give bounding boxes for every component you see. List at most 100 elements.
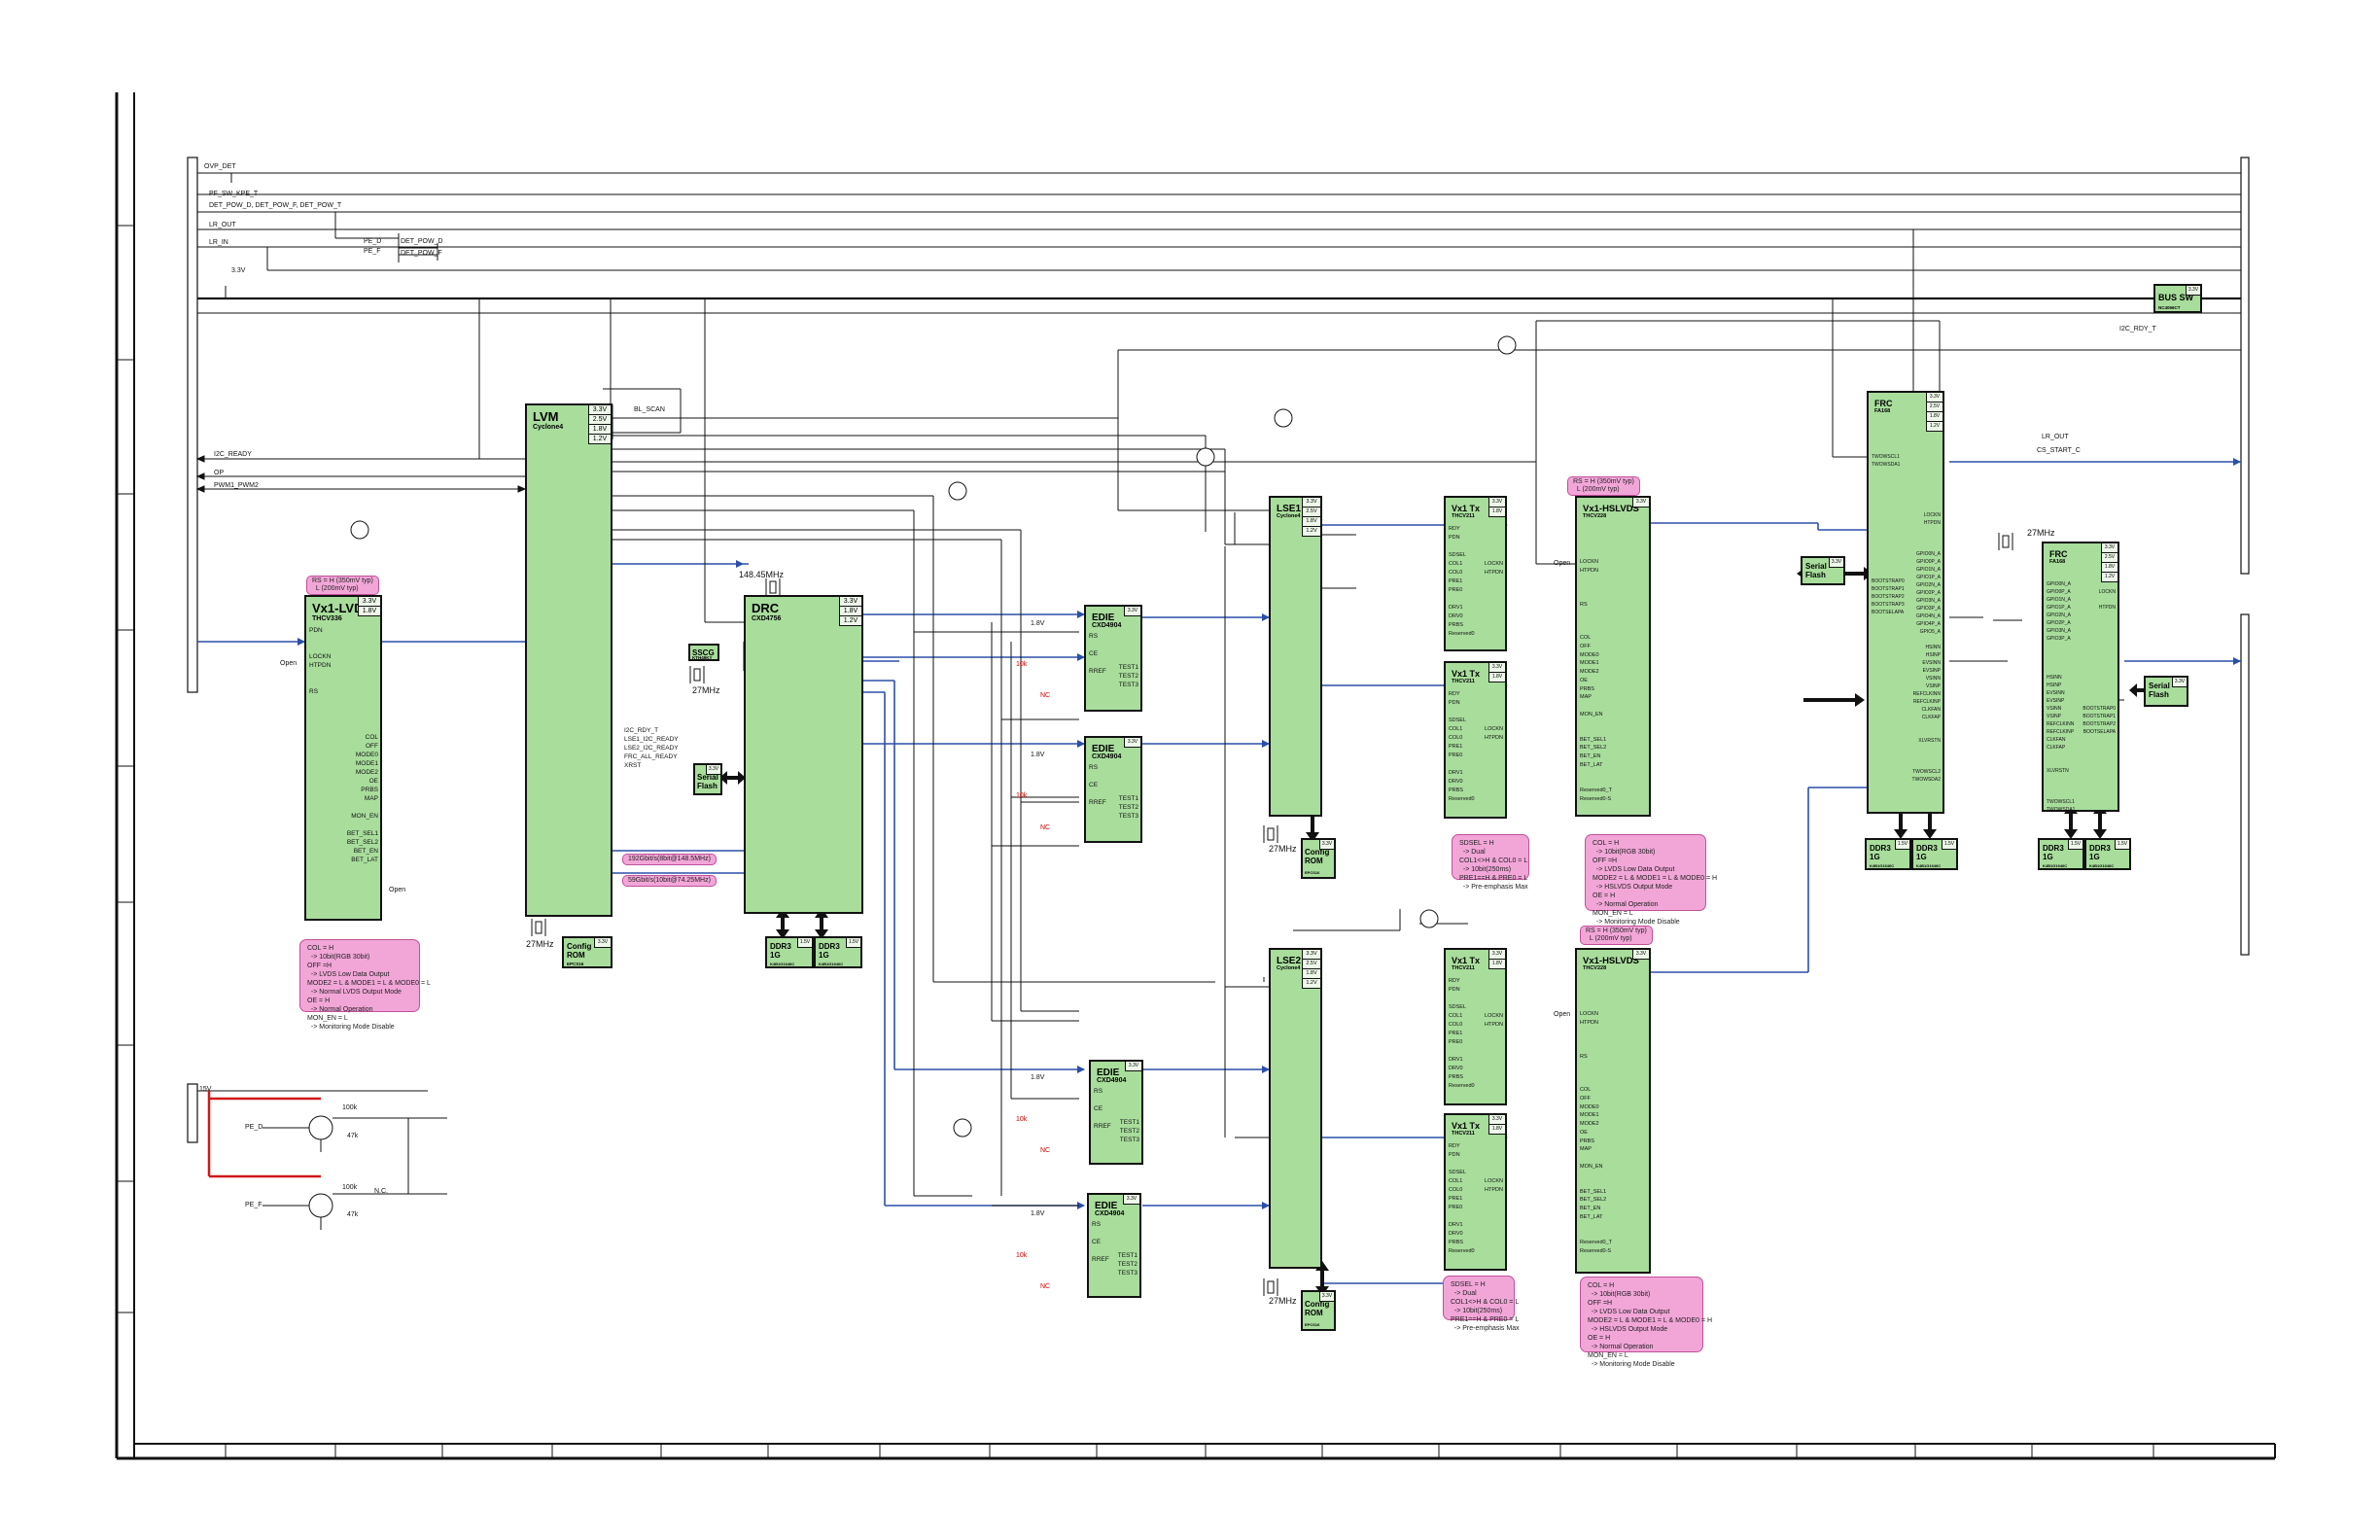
vx1-tx-1-title: Vx1 Tx (1452, 504, 1481, 513)
ddr3-drc-b-block: DDR3 1G K4B1G1646C 1.5V (814, 936, 862, 968)
edie-4-pins: RS CE RREF (1092, 1221, 1109, 1263)
label-pwm: PWM1_PWM2 (214, 482, 259, 489)
ddr3-frc2-b-block: DDR3 1G K4B1G1646C 1.5V (2084, 838, 2131, 870)
vx1-lvds-voltages: 3.3V 1.8V (358, 597, 380, 616)
edie-1-volt: 3.3V (1125, 607, 1140, 616)
lvm-subtitle: Cyclone4 (533, 424, 564, 431)
lvm-volt-3: 1.2V (589, 435, 611, 444)
frc-2-title: FRC (2049, 549, 2068, 559)
vx1-hslvds-2-voltage: 3.3V (1632, 950, 1649, 960)
vx1-tx-3-subtitle: THCV211 (1452, 965, 1475, 971)
config-rom-lse2-block: Config ROM EPCS16 3.3V (1301, 1290, 1336, 1331)
label-100k-a: 100k (342, 1104, 358, 1111)
config-rom-lvm-volt: 3.3V (595, 938, 611, 948)
drc-bandwidth-tag-2: 59Gbit/s(10bit@74.25MHz) (622, 875, 717, 887)
clock-27mhz-sscg-label: 27MHz (692, 685, 720, 695)
vx1-tx-4-voltages: 3.3V 1.8V (1488, 1115, 1505, 1135)
ddr3-frc1-a-volt: 1.5V (1896, 840, 1909, 850)
label-lr-out: LR_OUT (2042, 434, 2069, 440)
ddr3-frc1-a-voltage: 1.5V (1895, 840, 1909, 850)
label-open-hslvds2: Open (1554, 1011, 1571, 1018)
connector-bars (187, 157, 2250, 1143)
edie-2-volt: 3.3V (1125, 738, 1140, 748)
ddr3-drc-a-voltage: 1.5V (797, 938, 812, 948)
frc-2-block: FRC FA168 3.3V 2.5V 1.8V 1.2V GPIO0N_A G… (2042, 542, 2119, 813)
label-3v3-pullup: 3.3V (231, 267, 246, 274)
sscg-title: SSCG (692, 648, 715, 657)
bus-sw-title: BUS SW (2158, 293, 2193, 302)
vx1-tx-1-pins-right: LOCKN HTPDN (1485, 561, 1503, 576)
serial-flash-drc-title: Serial Flash (697, 773, 718, 790)
frc-2-volt-2: 1.8V (2102, 563, 2118, 573)
label-det-pow-f: DET_POW_F (401, 250, 442, 257)
label-bl-scan: BL_SCAN (634, 406, 665, 413)
vx1-tx-3-title: Vx1 Tx (1452, 956, 1481, 965)
vx1-lvds-title: Vx1-LVDS (312, 601, 372, 615)
clock-148mhz-label: 148.45MHz (739, 570, 785, 579)
vx1-tx2-config-note: SDSEL = H -> Dual COL1<>H & COL0 = L -> … (1443, 1276, 1520, 1332)
ddr3-frc1-b-volt: 1.5V (1942, 840, 1956, 850)
drc-block: DRC CXD4756 3.3V 1.8V 1.2V (744, 595, 863, 914)
drc-subtitle: CXD4756 (752, 615, 782, 622)
bus-sw-voltage: 3.3V (2186, 286, 2200, 296)
label-cs-start: CS_START_C (2037, 447, 2081, 454)
control-wires (603, 298, 2241, 1207)
lse1-volt-0: 3.3V (1303, 498, 1320, 508)
label-1v8-edie3: 1.8V (1031, 1074, 1045, 1081)
clock-27mhz-lse2-label: 27MHz (1269, 1296, 1297, 1306)
lvm-volt-2: 1.8V (589, 425, 611, 435)
label-nc-lower: N.C. (374, 1188, 388, 1195)
label-15v: 15V (199, 1086, 212, 1093)
frc-2-subtitle: FA168 (2049, 559, 2066, 565)
ddr3-drc-b-voltage: 1.5V (846, 938, 860, 948)
label-open-hslvds1: Open (1554, 560, 1571, 567)
vx1-tx-4-pins-right: LOCKN HTPDN (1485, 1178, 1503, 1193)
frc-2-volt-3: 1.2V (2102, 573, 2118, 582)
frc-1-volt-0: 3.3V (1927, 393, 1942, 402)
vx1-lvds-block: Vx1-LVDS THCV336 3.3V 1.8V PDN LOCKN HTP… (304, 595, 382, 921)
label-det-pow-d: DET_POW_D (401, 238, 443, 245)
edie-2-subtitle: CXD4904 (1092, 753, 1122, 760)
lvds-config-note: COL = H -> 10bit(RGB 30bit) OFF =H -> LV… (299, 939, 431, 1031)
label-10k-edie3: 10k (1016, 1116, 1028, 1123)
clock-27mhz-lse1-label: 27MHz (1269, 844, 1297, 854)
edie-1-title: EDIE (1092, 612, 1115, 623)
vx1-tx-2-volt-1: 1.8V (1489, 673, 1505, 682)
drc-volt-1: 1.8V (840, 607, 861, 616)
frc-1-title: FRC (1874, 399, 1893, 408)
ddr3-frc1-a-subtitle: K4B1G1646C (1870, 863, 1895, 868)
ddr3-frc1-b-title: DDR3 1G (1916, 844, 1938, 861)
vx1-tx1-config-note: SDSEL = H -> Dual COL1<>H & COL0 = L -> … (1452, 834, 1529, 891)
ddr3-frc2-b-subtitle: K4B1G1646C (2089, 863, 2115, 868)
serial-flash-frc2-voltage: 3.3V (2172, 678, 2187, 687)
lvds-rs-note: RS = H (350mV typ) L (200mV typ) (306, 576, 379, 595)
bus-label-lr-out-top: LR_OUT (209, 222, 236, 228)
sscg-block: SSCG KTH49KY (688, 644, 719, 661)
edie-3-title: EDIE (1097, 1068, 1120, 1078)
frc-2-voltages: 3.3V 2.5V 1.8V 1.2V (2101, 543, 2118, 582)
frc-1-volt-1: 2.5V (1927, 402, 1942, 412)
label-pe-d-lower: PE_D (245, 1124, 263, 1131)
edie-3-subtitle: CXD4904 (1097, 1077, 1127, 1084)
lse2-title: LSE2 (1277, 956, 1302, 966)
label-nc-edie4: NC (1040, 1283, 1051, 1290)
ddr3-frc2-b-volt: 1.5V (2116, 840, 2129, 850)
serial-flash-frc2-block: Serial Flash 3.3V (2144, 676, 2188, 707)
config-rom-lse1-title: Config ROM (1305, 848, 1330, 865)
label-i2c-ready: I2C_READY (214, 451, 252, 458)
config-rom-lse1-subtitle: EPCS16 (1305, 870, 1320, 875)
vx1-hslvds-1-voltage: 3.3V (1632, 498, 1649, 508)
edie-4-voltage: 3.3V (1123, 1195, 1139, 1205)
config-rom-lvm-block: Config ROM EPCS16 3.3V (562, 936, 612, 968)
serial-flash-drc-block: Serial Flash 3.3V (693, 763, 722, 795)
label-1v8-edie1: 1.8V (1031, 620, 1045, 627)
vx1-tx-1-volt-0: 3.3V (1489, 498, 1505, 508)
label-i2c-rdy-t: I2C_RDY_T (2119, 326, 2156, 332)
vx1-hslvds-2-pins: LOCKN HTPDN RS COL OFF MODE0 MODE1 MODE2… (1580, 1011, 1613, 1254)
ddr3-frc2-a-subtitle: K4B1G1646C (2043, 863, 2068, 868)
vx1-tx-2-voltages: 3.3V 1.8V (1488, 663, 1505, 682)
serial-flash-frc2-volt: 3.3V (2173, 678, 2187, 687)
vx1-tx-4-volt-0: 3.3V (1489, 1115, 1505, 1125)
lse2-volt-0: 3.3V (1303, 950, 1320, 960)
label-47k-a: 47k (347, 1133, 359, 1139)
